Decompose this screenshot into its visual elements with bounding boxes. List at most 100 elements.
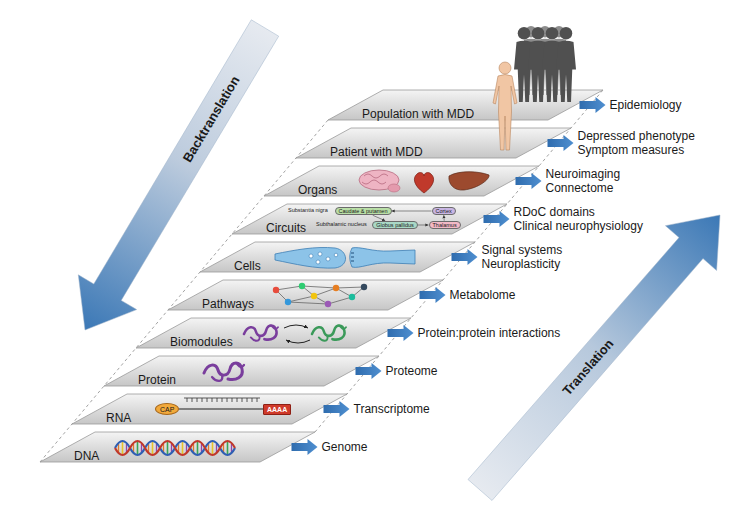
measure-label: Transcriptome: [354, 402, 430, 416]
measure-label: RDoC domains: [514, 205, 595, 219]
layer-label: Patient with MDD: [330, 145, 423, 159]
layer-plane: Cells: [200, 242, 475, 272]
measure-label: Genome: [322, 440, 368, 454]
direction-label: Translation: [559, 334, 617, 397]
structure-pill: Globus pallidus: [372, 221, 418, 230]
structure-label: CAP: [160, 406, 174, 413]
region-label: Subthalamic nucleus: [316, 222, 367, 228]
synapse: [351, 253, 354, 261]
layer-label: Organs: [298, 183, 337, 197]
layer-plane: Circuits Caudate & putamenGlobus pallidus…: [232, 204, 507, 234]
plane-shape: [136, 318, 411, 348]
measure-label: Protein:protein interactions: [418, 326, 561, 340]
layer-plane: Pathways: [168, 280, 443, 310]
pathway-network: [333, 285, 339, 291]
structure-pill: Cortex: [432, 207, 456, 216]
layer-plane: Biomodules: [136, 318, 411, 348]
layer-label: Cells: [234, 259, 261, 273]
measure-label: Symptom measures: [578, 143, 685, 157]
synapse: [309, 254, 313, 258]
synapse: [318, 252, 322, 256]
organs: [388, 184, 400, 192]
measure-label: Connectome: [546, 181, 614, 195]
pathway-network: [361, 284, 367, 290]
measure-label: Proteome: [386, 364, 438, 378]
measure-label: Clinical neurophysiology: [514, 219, 643, 233]
pathway-network: [325, 301, 331, 307]
structure-label: AAAA: [267, 406, 287, 413]
layer-plane: Patient with MDD: [296, 128, 571, 158]
measure-label: Neuroplasticity: [482, 257, 561, 271]
layer-label: DNA: [74, 449, 99, 463]
layer-plane: DNA: [40, 432, 315, 462]
measure-label: Signal systems: [482, 243, 563, 257]
layer-label: Protein: [138, 373, 176, 387]
level-arrow: [292, 97, 606, 455]
measure-label: Signal systems: [482, 243, 563, 257]
layer-label: Population with MDD: [362, 107, 474, 121]
region-label: Subthalamic nucleus: [316, 222, 367, 228]
synapse: [334, 253, 338, 257]
layer-plane: RNA CAP AAAA: [72, 394, 347, 424]
measure-label: Neuroimaging: [546, 167, 621, 181]
measure-label: Metabolome: [450, 288, 516, 302]
pathway-network: [299, 283, 305, 289]
pathway-network: [349, 294, 355, 300]
structure-label: Thalamus: [433, 223, 457, 229]
region-label: Substantia nigra: [288, 208, 328, 214]
synapse: [326, 257, 330, 261]
structure-pill: AAAA: [263, 404, 291, 415]
measure-label: Genome: [322, 440, 368, 454]
structure-label: Globus pallidus: [376, 223, 414, 229]
layer-label: Biomodules: [170, 335, 233, 349]
translation-arrow: [468, 215, 720, 501]
measure-label: Metabolome: [450, 288, 516, 302]
measure-label: Symptom measures: [578, 143, 685, 157]
structure-label: Caudate & putamen: [339, 209, 388, 215]
pathway-network: [311, 293, 317, 299]
region-label: Substantia nigra: [288, 208, 328, 214]
measure-label: Transcriptome: [354, 402, 430, 416]
layer-label: RNA: [106, 411, 131, 425]
pathway-network: [285, 299, 291, 305]
layer-plane: Organs: [264, 166, 539, 196]
pathway-network: [273, 287, 279, 293]
structure-label: Cortex: [436, 209, 452, 215]
measure-label: Neuroplasticity: [482, 257, 561, 271]
plane-shape: [40, 432, 315, 462]
measure-label: RDoC domains: [514, 205, 595, 219]
direction-label: Translation: [559, 334, 617, 397]
layer-label: Pathways: [202, 297, 254, 311]
plane-shape: [168, 280, 443, 310]
plane-shape: [200, 242, 475, 272]
synapse: [309, 252, 338, 264]
measure-label: Proteome: [386, 364, 438, 378]
measure-label: Connectome: [546, 181, 614, 195]
measure-label: Depressed phenotype: [578, 129, 695, 143]
organs: [362, 174, 388, 184]
plane-shape: [328, 90, 603, 120]
structure-pill: CAP: [155, 403, 179, 415]
plane-shape: [232, 204, 507, 234]
connector: [179, 408, 263, 409]
direction-label: Backtranslation: [179, 72, 243, 165]
plane-shape: [264, 166, 539, 196]
patient-figure: [499, 62, 511, 74]
measure-label: Clinical neurophysiology: [514, 219, 643, 233]
measure-label: Protein:protein interactions: [418, 326, 561, 340]
plane-shape: [296, 128, 571, 158]
structure-pill: Thalamus: [429, 221, 461, 230]
measure-label: Epidemiology: [610, 98, 682, 112]
layer-plane: Population with MDD: [328, 90, 603, 120]
plane-shape: [104, 356, 379, 386]
structure-pill: Caudate & putamen: [335, 207, 392, 216]
measure-label: Depressed phenotype: [578, 129, 695, 143]
direction-label: Backtranslation: [179, 72, 243, 165]
measure-label: Epidemiology: [610, 98, 682, 112]
measure-label: Neuroimaging: [546, 167, 621, 181]
layer-label: Circuits: [266, 221, 306, 235]
plane-shape: [72, 394, 347, 424]
synapse: [316, 260, 320, 264]
